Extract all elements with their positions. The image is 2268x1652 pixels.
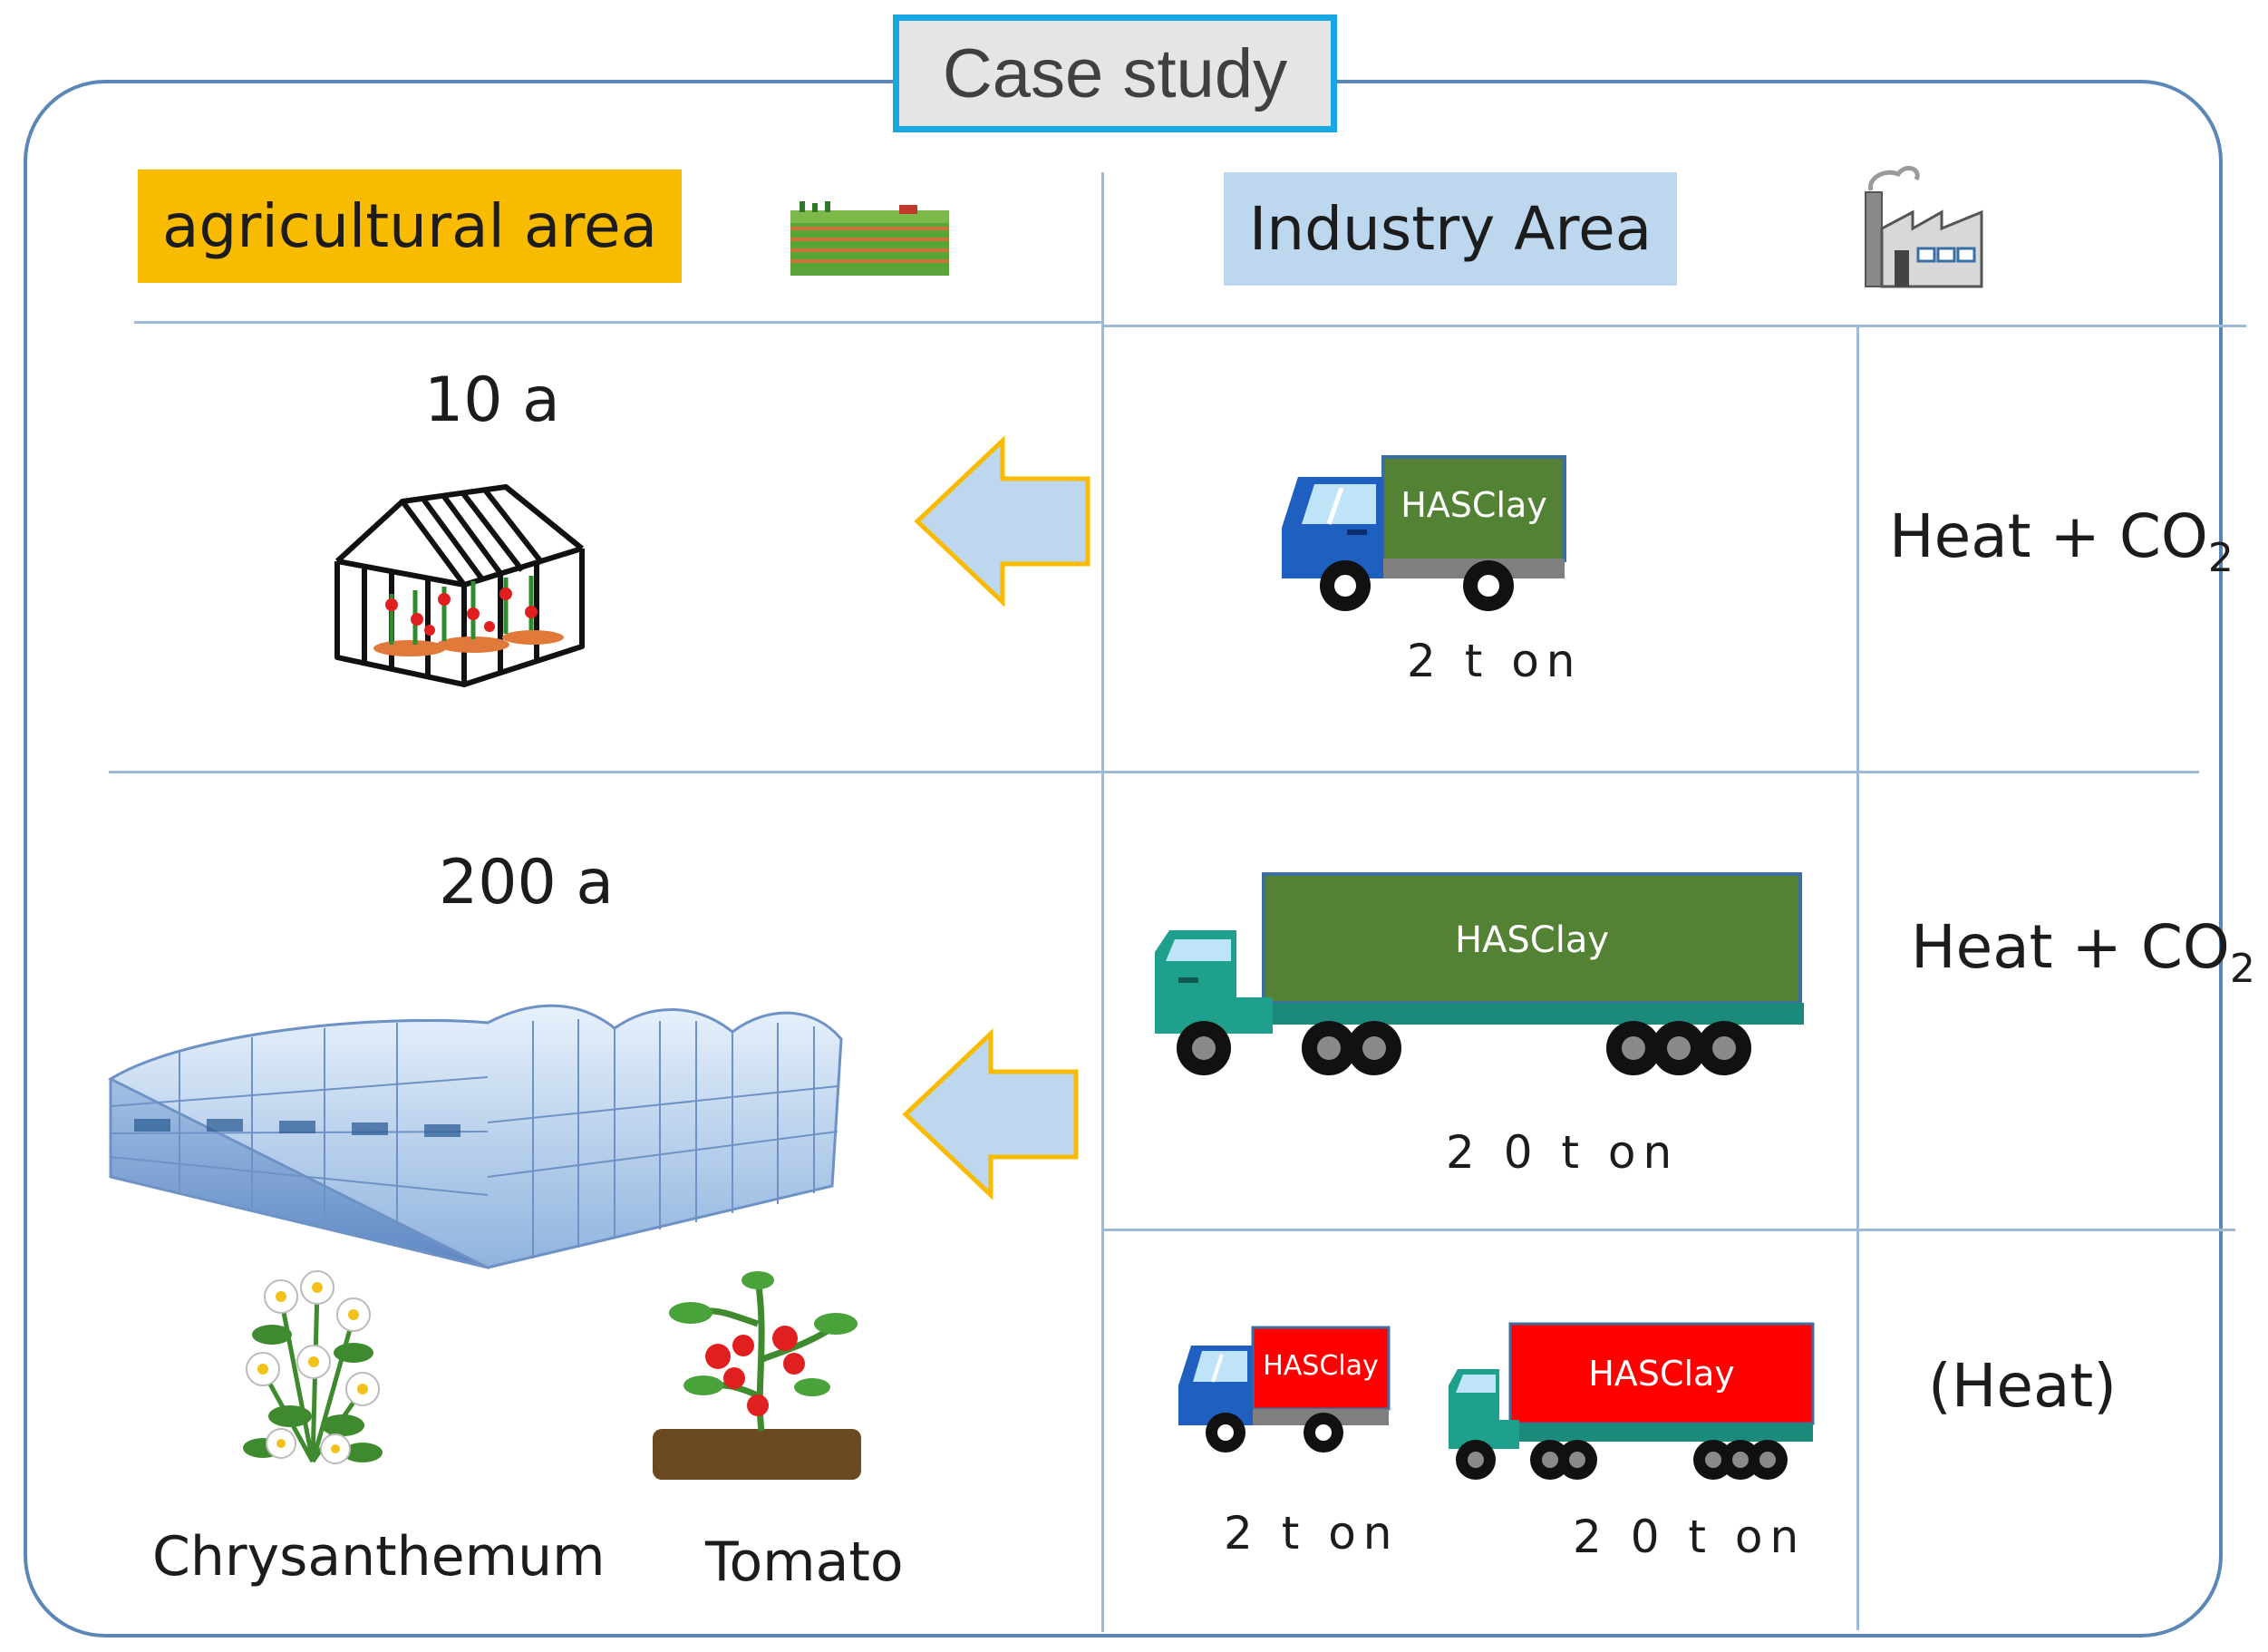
farm-field-icon — [790, 201, 949, 276]
chrysanthemum-label: Chrysanthemum — [152, 1525, 606, 1589]
row2-supply: Heat + CO2 — [1911, 912, 2255, 989]
header-divider-right — [1102, 325, 2246, 327]
row1-truck-capacity: 2 t on — [1407, 635, 1583, 687]
row3-supply: (Heat) — [1928, 1351, 2118, 1421]
agricultural-area-label: agricultural area — [138, 170, 682, 283]
row1-supply-text: Heat + CO — [1889, 501, 2208, 571]
column-divider-supply — [1856, 325, 1859, 1630]
row1-area-label: 10 a — [424, 364, 560, 436]
large-greenhouse-icon — [107, 1004, 843, 1269]
row1-supply-subscript: 2 — [2207, 535, 2234, 581]
row1-truck: HASClay — [1282, 455, 1566, 611]
header-divider-left — [134, 321, 1102, 324]
row3-small-truck: HASClay — [1178, 1326, 1391, 1453]
column-divider-main — [1101, 172, 1104, 1632]
small-greenhouse-icon — [334, 484, 585, 687]
row3-large-truck-label: HASClay — [1588, 1354, 1735, 1394]
chrysanthemum-icon — [243, 1270, 383, 1464]
row-divider-1 — [109, 771, 2199, 773]
case-study-frame — [24, 80, 2223, 1637]
row3-small-truck-label: HASClay — [1263, 1350, 1379, 1382]
tomato-plant-icon — [653, 1271, 861, 1480]
row2-supply-text: Heat + CO — [1911, 912, 2230, 982]
row1-delivery-arrow — [914, 435, 1090, 607]
row2-supply-subscript: 2 — [2229, 946, 2255, 992]
row1-supply: Heat + CO2 — [1889, 501, 2234, 578]
row3-large-truck: HASClay — [1449, 1322, 1815, 1480]
factory-icon — [1865, 165, 1983, 288]
row2-truck-capacity: 2 0 t on — [1446, 1126, 1680, 1179]
row2-truck: HASClay — [1155, 872, 1804, 1075]
row-divider-2 — [1104, 1229, 2235, 1231]
tomato-label: Tomato — [705, 1531, 904, 1594]
row2-area-label: 200 a — [439, 847, 615, 918]
case-study-title: Case study — [893, 15, 1337, 132]
row3-small-truck-capacity: 2 t on — [1224, 1507, 1400, 1560]
row2-truck-label: HASClay — [1455, 919, 1609, 961]
row1-truck-label: HASClay — [1401, 485, 1547, 525]
row3-large-truck-capacity: 2 0 t on — [1573, 1511, 1807, 1563]
industry-area-label: Industry Area — [1224, 172, 1677, 286]
row2-delivery-arrow — [902, 1028, 1079, 1200]
